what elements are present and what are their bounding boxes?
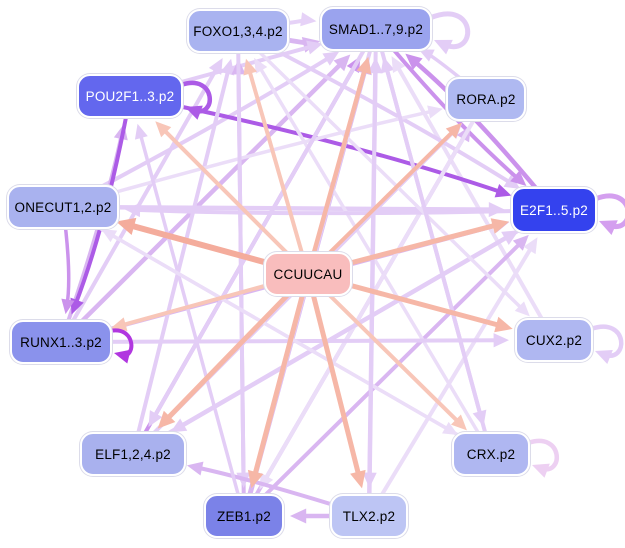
node-runx[interactable]: RUNX1..3.p2 (10, 320, 112, 364)
node-tlx2[interactable]: TLX2.p2 (330, 494, 408, 538)
edge-ccu-zeb (247, 271, 311, 489)
edge-e2f-smad (405, 53, 557, 213)
edge-ccu-foxo (243, 58, 310, 276)
edge-ccu-smad (305, 56, 372, 277)
edge-e2f-e2f (592, 193, 625, 236)
edge-ccu-onecut-arrowhead (116, 217, 137, 235)
edge-pou2f-pou2f-arrowhead (185, 105, 203, 120)
edge-foxo-cux2 (236, 29, 530, 317)
edge-ccu-foxo-arrowhead (243, 58, 258, 76)
edge-ccu-runx-arrowhead (110, 317, 128, 332)
node-pou2f[interactable]: POU2F1..3.p2 (77, 74, 183, 118)
edge-pou2f-e2f-arrowhead (494, 183, 512, 198)
node-smad[interactable]: SMAD1..7,9.p2 (320, 7, 432, 51)
node-e2f[interactable]: E2F1..5.p2 (511, 187, 597, 233)
edge-zeb-e2f (242, 234, 529, 518)
edge-zeb-e2f-arrowhead (512, 234, 529, 251)
edge-smad-smad-arrowhead (434, 39, 453, 55)
edge-ccu-zeb-arrowhead (247, 469, 264, 489)
edge-smad-tlx2 (362, 27, 378, 489)
node-rora[interactable]: RORA.p2 (446, 77, 526, 121)
node-foxo[interactable]: FOXO1,3,4.p2 (187, 9, 289, 53)
edge-crx-crx (525, 438, 560, 478)
edge-runx-foxo (59, 57, 223, 344)
edge-ccu-e2f-arrowhead (490, 218, 510, 234)
edge-cux2-smad-arrowhead (391, 56, 406, 74)
node-zeb[interactable]: ZEB1.p2 (204, 494, 284, 538)
node-cux2[interactable]: CUX2.p2 (515, 318, 593, 362)
edge-onecut-crx (61, 205, 459, 435)
edge-runx-cux2-arrowhead (493, 333, 510, 348)
edge-smad-smad (427, 11, 471, 55)
edge-elf-foxo (131, 58, 235, 456)
edge-runx-smad-arrowhead (333, 54, 351, 72)
edge-e2f-elf (170, 208, 556, 433)
edge-ccu-cux2-arrowhead (494, 316, 513, 333)
edge-ccu-rora-arrowhead (445, 122, 462, 139)
edge-elf-foxo-arrowhead (220, 58, 235, 76)
edge-smad-e2f-arrowhead (510, 170, 527, 187)
node-onecut[interactable]: ONECUT1,2.p2 (7, 185, 119, 229)
edge-crx-foxo-arrowhead (254, 57, 268, 74)
edge-cux2-cux2-arrowhead (595, 349, 613, 364)
edge-ccu-tlx2-arrowhead (350, 469, 366, 489)
edge-runx-runx (108, 328, 134, 364)
edge-ccu-smad-arrowhead (356, 56, 372, 75)
edge-ccu-crx-arrowhead (450, 414, 467, 431)
edge-smad-elf-arrowhead (148, 410, 163, 427)
edge-onecut-smad-arrowhead (322, 51, 340, 66)
edge-tlx2-elf-arrowhead (186, 461, 204, 476)
node-crx[interactable]: CRX.p2 (452, 432, 530, 476)
edge-runx-foxo-arrowhead (208, 57, 223, 75)
edge-tlx2-zeb-arrowhead (290, 508, 307, 524)
edge-zeb-pou2f (134, 123, 246, 518)
edge-runx-runx-arrowhead (114, 349, 131, 364)
edge-ccu-pou2f-arrowhead (155, 121, 172, 138)
edge-ccu-tlx2 (305, 271, 366, 489)
edge-smad-crx (374, 27, 487, 427)
edge-smad-tlx2-arrowhead (362, 472, 377, 489)
edge-onecut-runx-arrowhead (61, 298, 75, 315)
edge-e2f-smad-arrowhead (405, 53, 423, 70)
edge-zeb-pou2f-arrowhead (134, 123, 148, 140)
edge-foxo-smad-arrowhead (300, 12, 317, 27)
edge-pou2f-smad-arrowhead (306, 40, 323, 55)
edge-onecut-rora-arrowhead (427, 105, 443, 119)
edge-tlx2-e2f-arrowhead (523, 237, 538, 255)
edge-onecut-rora (61, 105, 443, 209)
edge-e2f-onecut-arrowhead (124, 202, 141, 218)
edge-smad-crx-arrowhead (472, 409, 487, 427)
node-ccu[interactable]: CCUUCAU (264, 252, 352, 296)
edge-cux2-smad (391, 56, 556, 342)
edge-cux2-cux2 (588, 324, 624, 364)
edge-crx-crx-arrowhead (532, 463, 550, 478)
edge-ccu-elf-arrowhead (157, 410, 176, 429)
edge-onecut-crx-arrowhead (442, 421, 459, 435)
edge-e2f-elf-arrowhead (170, 418, 188, 433)
edge-pou2f-runx-arrowhead (70, 297, 84, 315)
edge-runx-smad (58, 54, 351, 345)
edge-e2f-e2f-arrowhead (599, 220, 618, 236)
node-elf[interactable]: ELF1,2,4.p2 (80, 432, 186, 476)
edge-foxo-cux2-arrowhead (514, 301, 530, 317)
edge-crx-foxo (254, 57, 493, 456)
edge-pou2f-pou2f (178, 80, 213, 120)
edge-tlx2-e2f (367, 237, 538, 518)
edge-smad-elf (148, 27, 378, 427)
edge-foxo-e2f-arrowhead (503, 174, 521, 189)
edge-rora-smad-arrowhead (418, 49, 435, 62)
